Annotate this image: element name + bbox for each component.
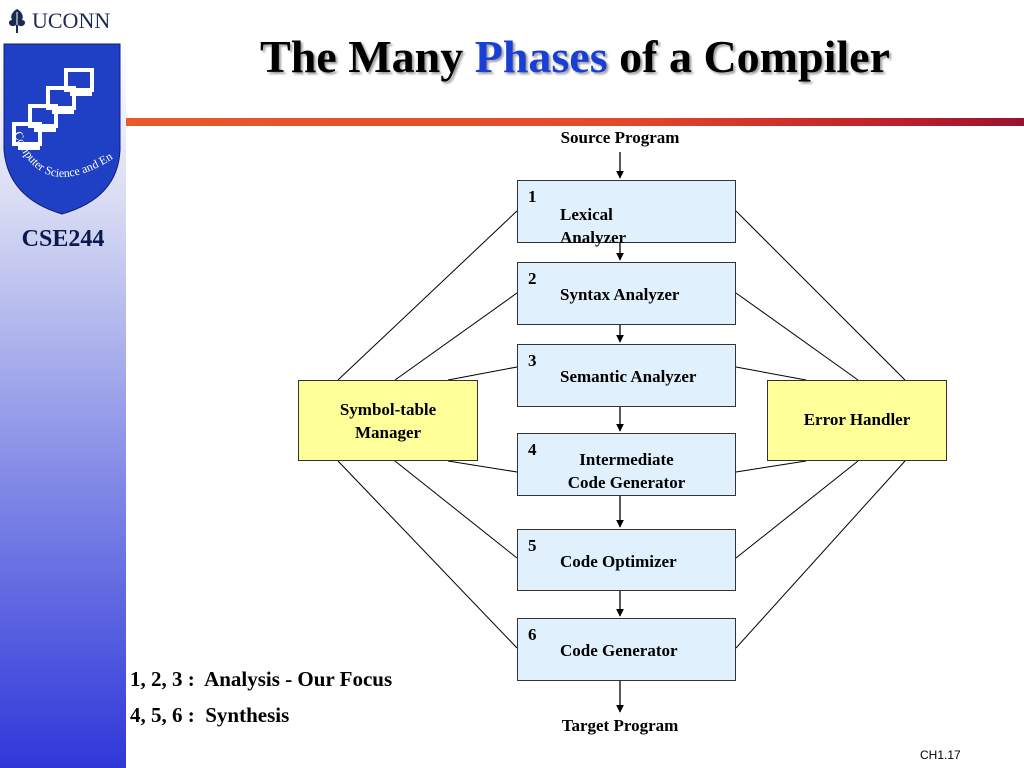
phase-label: Code Optimizer	[560, 552, 677, 571]
error-handler-box: Error Handler	[767, 380, 947, 461]
phase-number: 4	[528, 440, 537, 459]
phase-label-line: Analyzer	[560, 228, 627, 247]
phase-number: 1	[528, 187, 537, 206]
symbol-table-line: Symbol-table	[339, 399, 437, 419]
note-analysis: 1, 2, 3 : Analysis - Our Focus	[130, 667, 393, 691]
phase-label: Semantic Analyzer	[560, 367, 697, 386]
phase-number: 5	[528, 536, 537, 555]
phase-label: Code Generator	[560, 641, 678, 660]
phase-label-line: Code Generator	[567, 473, 686, 492]
phase-box-2: 2 Syntax Analyzer	[517, 262, 736, 325]
page-title: The Many Phases of a Compiler	[126, 30, 1024, 83]
title-rule	[126, 118, 1024, 126]
phase-box-3: 3 Semantic Analyzer	[517, 344, 736, 407]
phase-number: 2	[528, 269, 537, 288]
slide-number: CH1.17	[920, 748, 961, 762]
cse-seal-icon: Computer Science and Engineering	[0, 38, 121, 215]
phase-number: 3	[528, 351, 537, 370]
phase-label: Syntax Analyzer	[560, 285, 680, 304]
source-program-label: Source Program	[560, 128, 680, 147]
phase-box-6: 6 Code Generator	[517, 618, 736, 681]
title-highlight: Phases	[474, 31, 608, 82]
symbol-table-line: Manager	[354, 422, 422, 442]
uconn-logo-text: UCONN	[32, 8, 111, 33]
oak-leaf-icon	[8, 9, 26, 33]
note-synthesis: 4, 5, 6 : Synthesis	[130, 703, 290, 727]
symbol-table-links	[337, 210, 518, 649]
title-part-1: The Many	[260, 31, 475, 82]
target-program-label: Target Program	[561, 716, 679, 735]
phase-label-line: Intermediate	[579, 450, 674, 469]
title-part-2: of a Compiler	[607, 31, 890, 82]
error-handler-links	[735, 210, 906, 649]
uconn-logo: UCONN	[6, 6, 110, 36]
phase-label-line: Lexical	[560, 205, 613, 224]
phase-box-5: 5 Code Optimizer	[517, 529, 736, 591]
phase-number: 6	[528, 625, 537, 644]
course-code: CSE244	[21, 226, 105, 252]
error-handler-label: Error Handler	[803, 410, 911, 429]
